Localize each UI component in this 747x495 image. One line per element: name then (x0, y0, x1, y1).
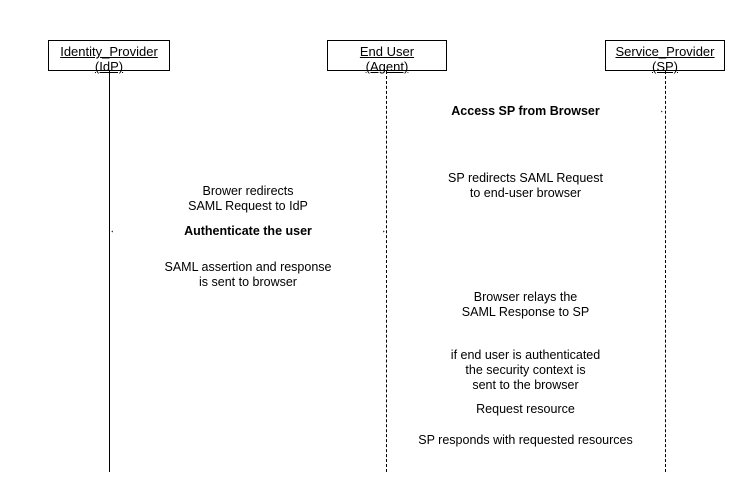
arrow-3 (113, 186, 383, 196)
participant-name-idp: Identity_Provider (60, 44, 158, 59)
arrow-7 (390, 350, 661, 360)
participant-box-sp: Service_Provider(SP) (605, 40, 725, 74)
arrow-4 (111, 224, 385, 238)
arrow-5 (113, 262, 383, 272)
message-1-enduser-to-sp: Access SP from Browser (390, 102, 663, 123)
participant-alias-idp: (IdP) (94, 59, 124, 74)
participant-alias-sp: (SP) (652, 59, 678, 74)
arrow-1 (390, 104, 663, 118)
arrow-6 (390, 292, 661, 302)
message-8-enduser-to-sp: Request resource (390, 400, 661, 421)
arrow-9 (390, 435, 661, 445)
lifeline-enduser (386, 71, 387, 472)
participant-box-idp: Identity_Provider(IdP) (48, 40, 170, 74)
message-4-idp-to-enduser: Authenticate the user (111, 222, 385, 243)
participant-box-enduser: End User(Agent) (327, 40, 447, 74)
arrow-8 (390, 404, 661, 414)
participant-alias-enduser: (Agent) (365, 59, 409, 74)
lifeline-sp (665, 71, 666, 472)
participant-name-enduser: End User (359, 44, 415, 59)
participant-name-sp: Service_Provider (615, 44, 715, 59)
message-9-sp-to-enduser: SP responds with requested resources (390, 431, 661, 452)
lifeline-idp (109, 71, 110, 472)
arrow-2 (390, 173, 661, 183)
